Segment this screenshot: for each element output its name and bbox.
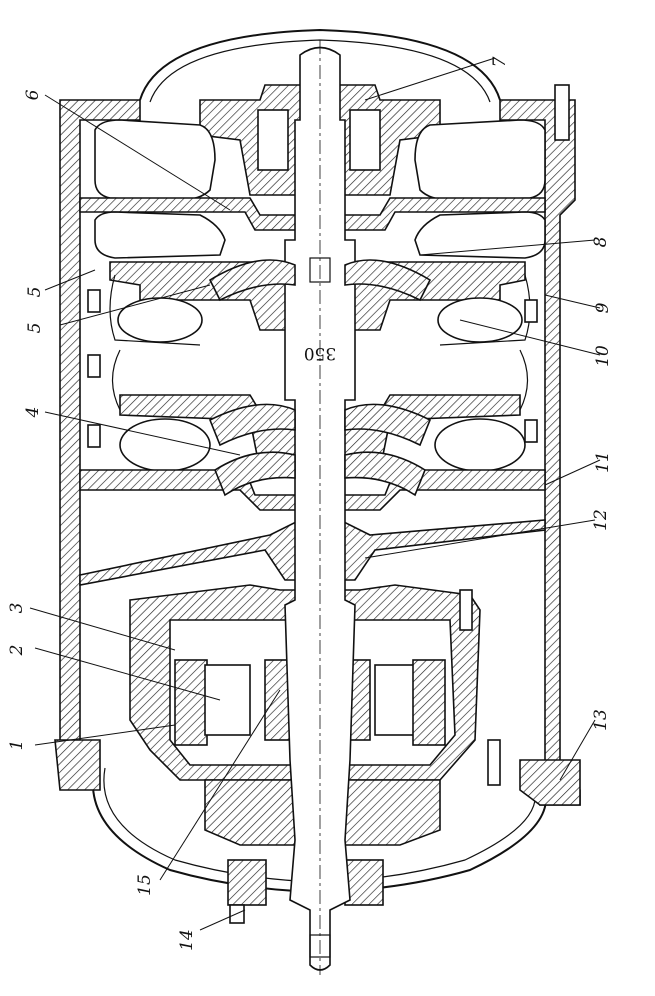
- callout-15: 15: [135, 874, 155, 896]
- impeller-lower: [208, 403, 432, 447]
- bolt-left-1: [87, 289, 101, 313]
- leader-3: [29, 607, 176, 651]
- gear-right-outer: [412, 659, 446, 746]
- bottom-flange-right: [519, 759, 581, 806]
- shaft-marking: 350: [304, 343, 336, 363]
- callout-7: 7: [490, 56, 510, 67]
- diaphragm-upper: [79, 197, 546, 231]
- leader-2: [34, 647, 221, 701]
- return-channel-left-1: [109, 274, 201, 346]
- leader-14: [199, 909, 246, 931]
- bolt-left-2: [87, 354, 101, 378]
- gear-left-outer: [174, 659, 208, 746]
- leader-5a: [44, 269, 96, 291]
- upper-chamber-right: [414, 119, 546, 201]
- bolt-right-3: [459, 589, 473, 631]
- top-dome-cover: [139, 28, 501, 101]
- second-chamber-left: [94, 211, 226, 259]
- callout-2: 2: [7, 645, 27, 657]
- cooler-left-mid: [117, 297, 203, 343]
- leader-9: [544, 294, 601, 309]
- gear-left-inner: [204, 664, 251, 736]
- coupling-left: [227, 859, 267, 906]
- cooler-right-low: [434, 418, 526, 472]
- callout-8: 8: [591, 236, 611, 247]
- impeller-upper: [208, 259, 432, 302]
- bolt-right-1: [524, 299, 538, 323]
- leader-4: [44, 411, 241, 456]
- top-bearing-left: [257, 109, 289, 171]
- bottom-flange-left: [54, 739, 101, 791]
- callout-13: 13: [591, 709, 611, 731]
- shaft-keyway-2: [309, 934, 331, 958]
- callout-labels: 1 2 3 4 5 5 6 7 8 9 10 11 12 13 14 15: [7, 56, 613, 950]
- leader-1: [34, 724, 176, 746]
- callout-5b: 5: [25, 323, 45, 334]
- callout-6: 6: [23, 89, 43, 100]
- leader-8: [419, 239, 596, 256]
- upper-chamber-left: [94, 119, 216, 201]
- leader-15: [159, 689, 281, 881]
- leader-13: [559, 719, 596, 781]
- cooler-right-mid: [437, 297, 523, 343]
- callout-9: 9: [593, 302, 613, 313]
- callout-3: 3: [7, 603, 27, 614]
- leader-12: [364, 519, 596, 559]
- impeller-third: [214, 451, 426, 497]
- callout-11: 11: [593, 451, 613, 473]
- callout-4: 4: [23, 407, 43, 419]
- leader-5b: [59, 284, 211, 326]
- callout-1: 1: [7, 740, 27, 751]
- diaphragm-lower: [79, 469, 546, 511]
- callout-12: 12: [591, 509, 611, 531]
- second-chamber-right: [414, 211, 546, 259]
- bolt-right-4: [487, 739, 501, 786]
- shaft-keyway-1: [309, 257, 331, 283]
- callout-14: 14: [177, 929, 197, 951]
- bolt-left-3: [87, 424, 101, 448]
- callout-5a: 5: [25, 287, 45, 298]
- callout-10: 10: [593, 345, 613, 367]
- top-bearing-right: [349, 109, 381, 171]
- leader-10: [459, 319, 601, 356]
- leader-lines: [29, 57, 601, 931]
- gear-right-inner: [374, 664, 416, 736]
- leader-11: [544, 459, 601, 486]
- bolt-right-2: [524, 419, 538, 443]
- bolts: [87, 84, 570, 924]
- coupling-right: [344, 859, 384, 906]
- leader-7: [364, 57, 496, 101]
- leader-6: [44, 94, 231, 211]
- bolt-top-right: [554, 84, 570, 141]
